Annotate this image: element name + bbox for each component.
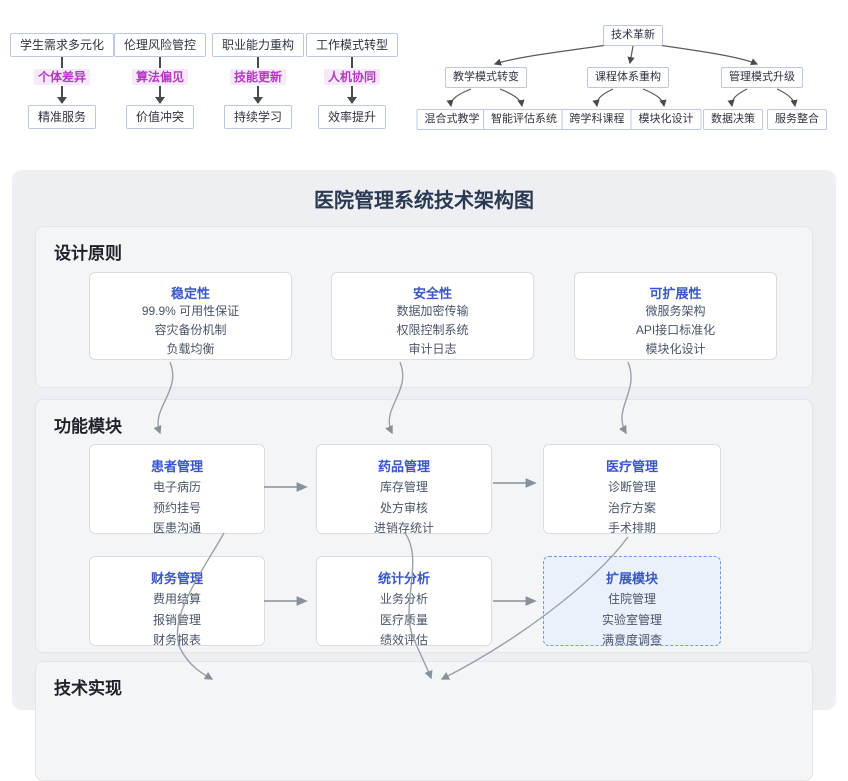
flow-source-box: 伦理风险管控 xyxy=(113,33,206,57)
architecture-container: 医院管理系统技术架构图 设计原则 稳定性 99.9% 可用性保证 容灾备份机制 … xyxy=(12,170,836,781)
flow-column: 伦理风险管控 算法偏见 价值冲突 xyxy=(100,33,220,129)
function-modules-panel: 功能模块 患者管理 电子病历 预约挂号 医患沟通 药品管理 库存管理 处方审核 … xyxy=(35,399,813,653)
card-item: 99.9% 可用性保证 xyxy=(141,304,240,318)
card-item: 诊断管理 xyxy=(607,480,656,494)
card-item: 业务分析 xyxy=(379,592,428,606)
flow-column: 职业能力重构 技能更新 持续学习 xyxy=(198,33,318,129)
flow-source-box: 工作模式转型 xyxy=(305,33,398,57)
card-item: API接口标准化 xyxy=(635,323,716,337)
module-card-patient: 患者管理 电子病历 预约挂号 医患沟通 xyxy=(89,444,265,535)
flow-column: 工作模式转型 人机协同 效率提升 xyxy=(292,33,412,129)
flow-source-box: 职业能力重构 xyxy=(211,33,304,57)
module-card-statistics: 统计分析 业务分析 医疗质量 绩效评估 xyxy=(316,556,492,647)
arrow-down-icon xyxy=(155,97,165,104)
flow-edge-label: 算法偏见 xyxy=(131,69,188,85)
card-item: 医疗质量 xyxy=(379,612,428,627)
module-card-drug: 药品管理 库存管理 处方审核 进销存统计 xyxy=(316,444,492,535)
card-item: 医患沟通 xyxy=(152,521,201,535)
flow-edge-label: 人机协同 xyxy=(323,69,380,85)
design-principles-panel: 设计原则 稳定性 99.9% 可用性保证 容灾备份机制 负载均衡 安全性 数据加… xyxy=(35,226,813,388)
card-title: 安全性 xyxy=(412,286,452,301)
card-item: 财务报表 xyxy=(152,633,201,647)
card-item: 实验室管理 xyxy=(601,612,662,627)
flow-line xyxy=(159,57,161,68)
flow-line xyxy=(61,86,63,97)
flow-line xyxy=(351,57,353,68)
card-item: 电子病历 xyxy=(152,480,201,494)
flow-edge-label: 个体差异 xyxy=(33,69,90,85)
card-item: 微服务架构 xyxy=(645,304,706,318)
principle-card-stability: 稳定性 99.9% 可用性保证 容灾备份机制 负载均衡 xyxy=(89,272,292,360)
flow-edge-label: 技能更新 xyxy=(229,69,286,85)
tree-branch-node: 课程体系重构 xyxy=(587,67,669,88)
card-item: 住院管理 xyxy=(607,592,656,606)
page-title: 医院管理系统技术架构图 xyxy=(314,190,534,212)
card-item: 权限控制系统 xyxy=(396,323,469,337)
tree-leaf-node: 服务整合 xyxy=(767,109,827,130)
arrow-down-icon xyxy=(347,97,357,104)
tree-leaf-node: 混合式教学 xyxy=(416,109,488,130)
flow-line xyxy=(257,86,259,97)
tree-leaf-node: 数据决策 xyxy=(703,109,763,130)
card-item: 报销管理 xyxy=(152,612,201,627)
card-item: 满意度调查 xyxy=(601,633,662,647)
card-item: 费用结算 xyxy=(152,592,201,606)
tech-implementation-panel: 技术实现 xyxy=(35,661,813,781)
card-title: 医疗管理 xyxy=(605,459,658,474)
card-item: 容灾备份机制 xyxy=(154,323,227,337)
tree-branch-node: 管理模式升级 xyxy=(721,67,803,88)
section-heading: 功能模块 xyxy=(54,417,122,436)
card-title: 财务管理 xyxy=(150,571,203,586)
card-item: 处方审核 xyxy=(379,500,428,515)
card-title: 可扩展性 xyxy=(649,286,702,301)
flow-source-box: 学生需求多元化 xyxy=(9,33,114,57)
card-item: 绩效评估 xyxy=(379,633,428,647)
flow-target-box: 效率提升 xyxy=(317,105,386,129)
card-item: 治疗方案 xyxy=(607,500,656,515)
principle-card-security: 安全性 数据加密传输 权限控制系统 审计日志 xyxy=(331,272,534,360)
card-title: 药品管理 xyxy=(377,459,430,474)
tree-branch-node: 教学模式转变 xyxy=(445,67,527,88)
module-card-medical: 医疗管理 诊断管理 治疗方案 手术排期 xyxy=(543,444,721,535)
card-item: 进销存统计 xyxy=(373,521,434,535)
card-item: 审计日志 xyxy=(408,342,457,356)
flow-target-box: 价值冲突 xyxy=(125,105,194,129)
module-card-extension: 扩展模块 住院管理 实验室管理 满意度调查 xyxy=(543,556,721,647)
card-item: 手术排期 xyxy=(607,521,656,535)
arrow-down-icon xyxy=(57,97,67,104)
flow-line xyxy=(61,57,63,68)
card-item: 库存管理 xyxy=(379,480,428,494)
arrow-down-icon xyxy=(253,97,263,104)
card-item: 数据加密传输 xyxy=(396,304,469,318)
flow-column: 学生需求多元化 个体差异 精准服务 xyxy=(2,33,122,129)
flow-target-box: 精准服务 xyxy=(27,105,96,129)
flow-line xyxy=(257,57,259,68)
tree-leaf-node: 智能评估系统 xyxy=(483,109,565,130)
flow-line xyxy=(351,86,353,97)
card-title: 稳定性 xyxy=(170,286,210,301)
principle-card-scalability: 可扩展性 微服务架构 API接口标准化 模块化设计 xyxy=(574,272,777,360)
tree-root-node: 技术革新 xyxy=(603,25,663,46)
card-title: 统计分析 xyxy=(377,571,430,586)
card-item: 负载均衡 xyxy=(166,342,215,356)
flow-line xyxy=(159,86,161,97)
section-heading: 设计原则 xyxy=(54,244,122,263)
flow-target-box: 持续学习 xyxy=(223,105,292,129)
tree-leaf-node: 跨学科课程 xyxy=(561,109,633,130)
tree-leaf-node: 模块化设计 xyxy=(630,109,702,130)
card-item: 预约挂号 xyxy=(152,500,201,515)
card-title: 扩展模块 xyxy=(605,571,658,586)
card-item: 模块化设计 xyxy=(645,342,706,356)
module-card-finance: 财务管理 费用结算 报销管理 财务报表 xyxy=(89,556,265,647)
section-heading: 技术实现 xyxy=(54,679,122,698)
card-title: 患者管理 xyxy=(150,459,203,474)
